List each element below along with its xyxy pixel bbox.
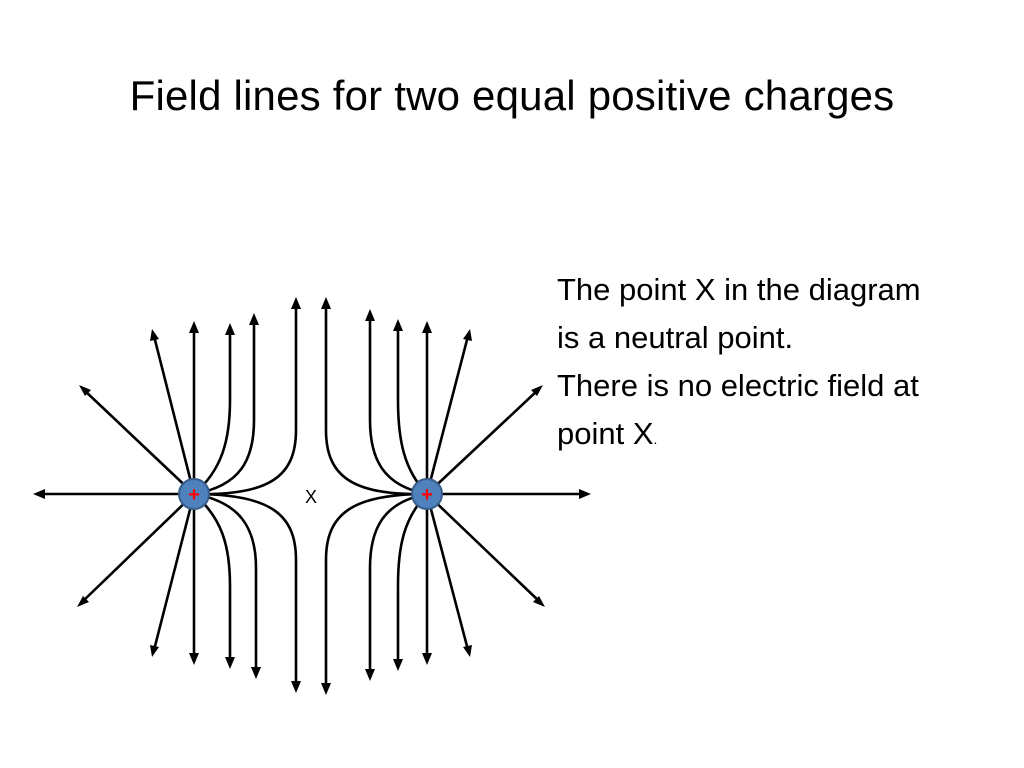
field-line-right-steep-up [425,335,470,495]
body-line-4-wrap: point X. [557,410,1007,463]
arrow-head-right-diag-up [531,385,543,396]
field-line-left-steep-down [152,493,196,651]
field-line-left-diag-up [83,389,195,495]
field-line-right-diag-down [426,493,541,603]
arrow-head-right-curve-up-3 [321,297,331,309]
arrow-head-left-curve-down-2 [251,667,261,679]
neutral-point-label: X [305,487,317,507]
arrow-head-left-steep-down [150,645,159,657]
arrow-head-left-curve-down-3 [291,681,301,693]
field-line-right-diag-up [426,389,539,495]
body-line-4-period: . [653,431,658,447]
arrow-head-right-curve-up-1 [393,319,403,331]
field-line-left-curve-down-2 [193,492,258,672]
charge-right: + [411,478,443,510]
body-line-3: There is no electric field at [557,368,919,403]
arrow-head-left-vertical-up [189,321,199,333]
arrow-head-right-curve-up-2 [365,309,375,321]
arrow-head-left-diag-up [79,385,91,396]
field-line-left-curve-up-3 [193,304,298,496]
arrow-head-right-vertical-up [422,321,432,333]
arrow-heads [33,297,591,695]
charge-left: + [178,478,210,510]
arrow-head-right-steep-up [463,329,472,341]
field-line-left-steep-up [152,335,196,495]
arrow-head-right-steep-down [463,645,472,657]
arrow-head-left-diag-down [77,596,89,607]
field-line-left-diag-down [81,493,195,603]
charge-right-sign: + [421,484,433,506]
slide-body-text: The point X in the diagram is a neutral … [557,266,1007,463]
arrow-head-left-curve-down-1 [225,657,235,669]
arrow-head-left-steep-up [150,329,159,341]
charge-left-sign: + [188,484,200,506]
arrow-head-left-vertical-down [189,653,199,665]
field-line-left-curve-up-1 [193,330,232,495]
arrow-head-right-curve-down-3 [321,683,331,695]
arrow-head-right-diag-down [533,596,545,607]
arrow-head-right-vertical-down [422,653,432,665]
arrow-head-left-curve-up-1 [225,323,235,335]
arrow-head-right-curve-down-2 [365,669,375,681]
arrow-head-left-horizontal [33,489,45,499]
arrow-head-right-curve-down-1 [393,659,403,671]
arrow-head-left-curve-up-3 [291,297,301,309]
field-line-right-curve-down-1 [396,493,428,664]
field-line-left-curve-up-2 [193,320,256,496]
field-line-left-curve-down-1 [193,493,232,662]
field-line-right-curve-up-1 [396,326,428,495]
arrow-head-left-curve-up-2 [249,313,259,325]
body-line-2: is a neutral point. [557,320,794,355]
field-line-right-curve-down-3 [324,492,428,688]
body-line-1: The point X in the diagram [557,272,921,307]
body-line-4: point X [557,416,654,451]
field-line-right-steep-down [425,493,470,651]
slide-title: Field lines for two equal positive charg… [129,72,895,119]
field-line-right-curve-up-3 [324,304,428,496]
field-line-left-curve-down-3 [193,492,298,686]
arrow-head-right-horizontal [579,489,591,499]
charge-left-circle [178,478,210,510]
charge-right-circle [411,478,443,510]
